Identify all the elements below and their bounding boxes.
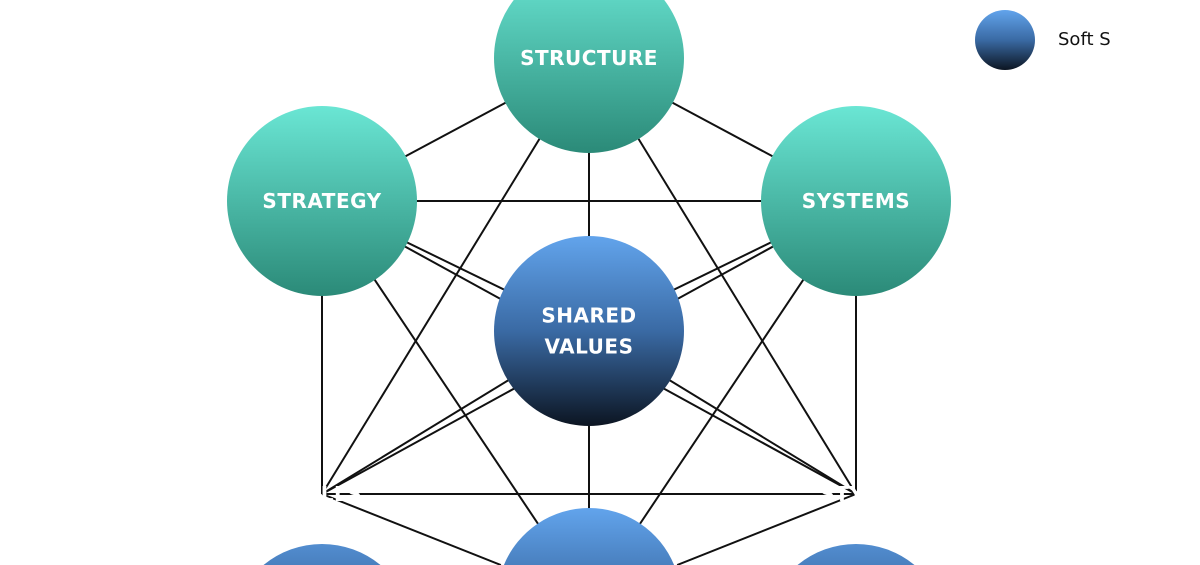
legend-soft-label: Soft S	[1058, 29, 1111, 50]
node-skills: SKILLS	[263, 482, 381, 565]
node-style: STYLE	[797, 482, 915, 565]
connector-style-staff	[676, 493, 857, 565]
node-structure: STRUCTURE	[494, 0, 684, 153]
node-circle	[494, 0, 684, 153]
connector-skills-staff	[321, 493, 502, 565]
node-circle	[227, 106, 417, 296]
node-circle	[797, 544, 915, 565]
legend-soft-swatch	[975, 10, 1035, 70]
node-circle	[263, 544, 381, 565]
node-label: SYSTEMS	[802, 189, 910, 213]
node-label: SKILLS	[282, 482, 362, 506]
node-circle	[503, 508, 675, 565]
node-staff	[503, 508, 675, 565]
node-label: STRATEGY	[262, 189, 381, 213]
node-circle	[494, 236, 684, 426]
node-label: STRUCTURE	[520, 46, 658, 70]
node-label: SHARED	[541, 304, 636, 328]
node-circle	[761, 106, 951, 296]
node-shared-values: SHARED VALUES	[494, 236, 684, 426]
node-systems: SYSTEMS	[761, 106, 951, 296]
node-label: STYLE	[820, 482, 891, 506]
node-strategy: STRATEGY	[227, 106, 417, 296]
node-label: VALUES	[545, 335, 634, 359]
